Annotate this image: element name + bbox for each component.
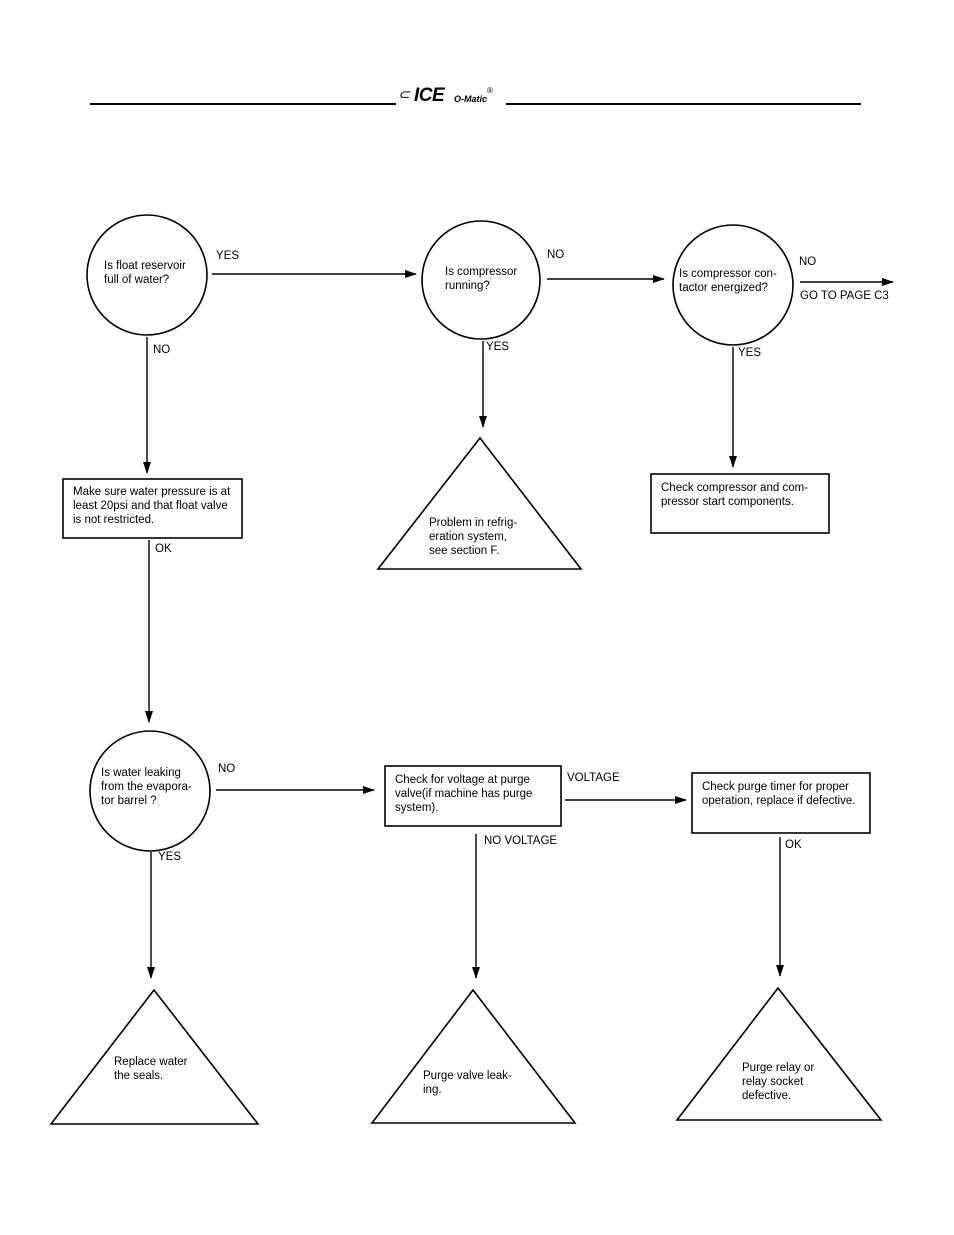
node-text-replace-seals: Replace water the seals.	[114, 1056, 188, 1082]
node-text-purge-valve-leaking: Purge valve leak- ing.	[423, 1070, 512, 1096]
edge-label-voltage: VOLTAGE	[567, 772, 620, 784]
edge-label-ok-2: OK	[785, 839, 802, 851]
logo-registered-mark: ®	[487, 86, 493, 95]
decision-circle-float-reservoir	[86, 214, 208, 336]
logo-swoosh-icon: ⊂	[398, 86, 410, 102]
node-text-float-reservoir: Is float reservoir full of water?	[104, 260, 186, 286]
process-box-water-pressure	[62, 478, 243, 539]
node-text-water-pressure: Make sure water pressure is at least 20p…	[73, 486, 231, 526]
terminal-triangle-replace-seals	[49, 988, 260, 1125]
terminal-triangle-refrigeration	[376, 436, 583, 570]
node-text-check-compressor: Check compressor and com- pressor start …	[661, 482, 808, 508]
node-text-refrigeration-problem: Problem in refrig- eration system, see s…	[429, 517, 518, 557]
edge-label-no-4: NO	[218, 763, 236, 775]
ice-o-matic-logo: ⊂ ICE O-Matic ®	[396, 84, 506, 110]
node-text-compressor-running: Is compressor running?	[445, 266, 518, 292]
edge-label-ok-1: OK	[155, 543, 172, 555]
node-text-water-leaking: Is water leaking from the evapora- tor b…	[101, 767, 192, 807]
edge-label-no-2: NO	[547, 249, 565, 261]
decision-circle-contactor	[672, 224, 794, 346]
node-text-contactor-energized: Is compressor con- tactor energized?	[679, 268, 777, 294]
edge-label-no-voltage: NO VOLTAGE	[484, 835, 558, 847]
edge-label-yes-4: YES	[158, 851, 182, 863]
decision-circle-compressor-running	[421, 220, 541, 340]
edge-label-yes-3: YES	[738, 347, 762, 359]
node-text-purge-relay: Purge relay or relay socket defective.	[742, 1062, 815, 1102]
decision-circle-water-leaking	[89, 730, 211, 852]
process-box-check-timer	[691, 772, 871, 834]
logo-omatic-text: O-Matic	[454, 94, 488, 104]
terminal-triangle-purge-valve	[370, 988, 577, 1124]
edge-label-yes-1: YES	[216, 250, 240, 262]
node-text-check-timer: Check purge timer for proper operation, …	[702, 781, 856, 807]
edge-label-goto-page-c3: GO TO PAGE C3	[800, 290, 889, 302]
terminal-triangle-purge-relay	[675, 986, 883, 1121]
process-box-check-compressor	[650, 473, 830, 534]
process-box-check-voltage	[384, 765, 562, 827]
edge-label-yes-2: YES	[486, 341, 510, 353]
edge-label-no-1: NO	[153, 344, 171, 356]
node-text-check-voltage: Check for voltage at purge valve(if mach…	[395, 774, 533, 814]
edge-label-no-3: NO	[799, 256, 817, 268]
logo-ice-text: ICE	[414, 85, 445, 106]
